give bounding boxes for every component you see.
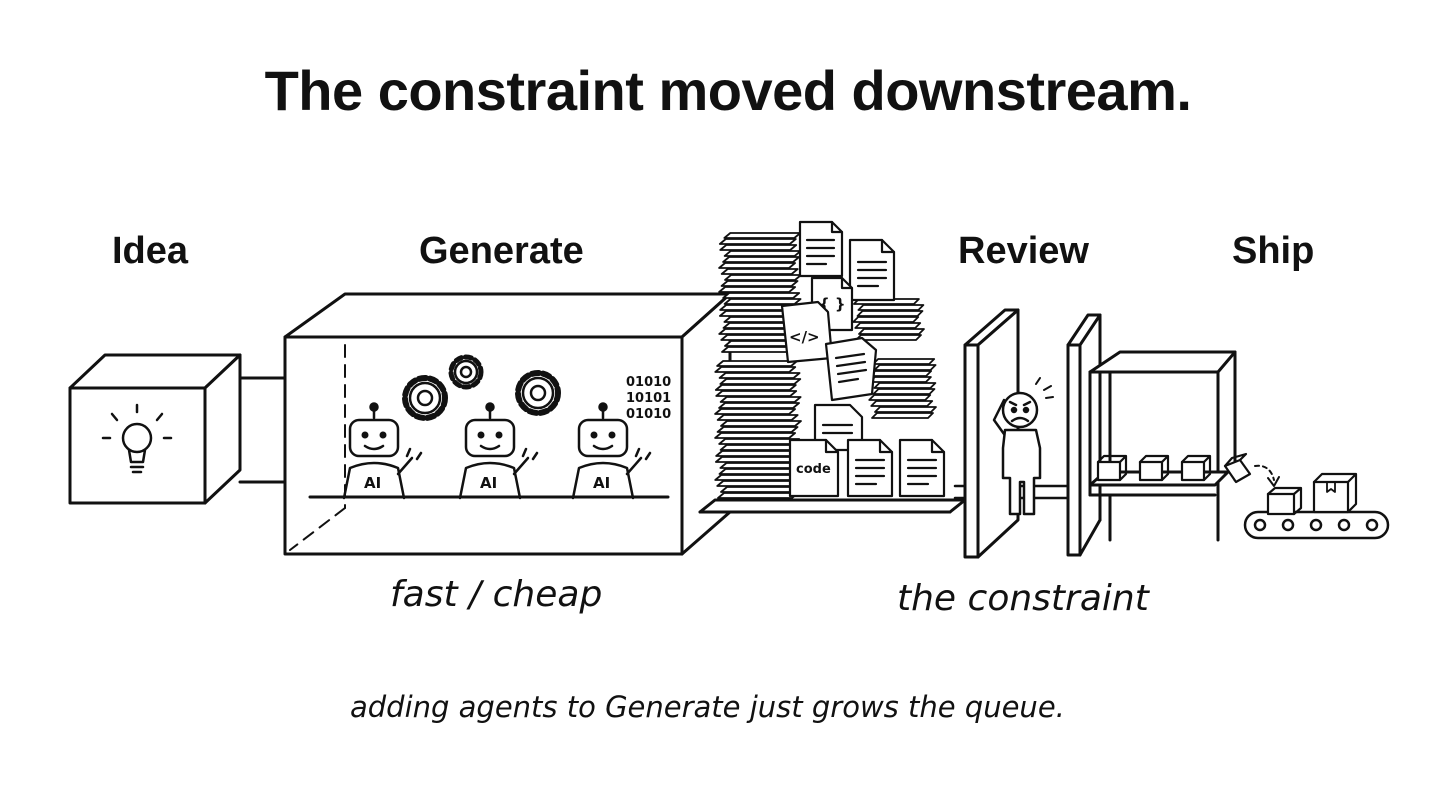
paper-stack	[714, 360, 802, 499]
gear-icon	[515, 370, 561, 416]
paper-sheet	[718, 238, 797, 245]
stage-label-idea: Idea	[112, 230, 189, 272]
code-label: code	[796, 462, 831, 477]
document-icon	[898, 438, 946, 498]
paper-sheet	[716, 414, 799, 421]
paper-sheet	[716, 426, 799, 433]
paper-sheet	[869, 370, 933, 377]
package-icon	[1266, 486, 1303, 516]
robot-badge: AI	[364, 474, 381, 492]
paper-sheet	[716, 480, 799, 487]
paper-sheet	[714, 432, 797, 439]
paper-sheet	[718, 468, 801, 475]
document-icon	[848, 238, 896, 302]
markup-tag: </>	[789, 328, 820, 346]
footer-note: adding agents to Generate just grows the…	[350, 690, 1065, 724]
binary-line: 01010	[626, 375, 671, 390]
gear-icon	[402, 375, 448, 421]
paper-sheet	[869, 376, 932, 383]
package-icon	[1312, 472, 1358, 514]
paper-sheet	[715, 450, 798, 457]
paper-sheet	[722, 292, 801, 299]
paper-sheet	[870, 400, 934, 407]
paper-sheet	[718, 262, 796, 269]
paper-sheet	[856, 310, 924, 317]
stage-label-review: Review	[958, 230, 1089, 272]
lightbulb-icon	[101, 403, 173, 474]
paper-sheet	[723, 232, 802, 239]
package-icon	[1223, 452, 1252, 484]
paper-sheet	[857, 304, 925, 311]
paper-sheet	[718, 438, 801, 445]
paper-sheet	[723, 298, 802, 305]
paper-sheet	[854, 322, 922, 329]
generate-note: fast / cheap	[390, 574, 603, 615]
stage-label-ship: Ship	[1232, 230, 1315, 272]
binary-readout: 01010 10101 01010	[626, 375, 671, 422]
paper-sheet	[719, 378, 802, 385]
paper-sheet	[852, 316, 920, 323]
paper-sheet	[714, 366, 797, 373]
paper-stack	[868, 358, 937, 419]
diagram-title: The constraint moved downstream.	[264, 59, 1192, 122]
paper-sheet	[874, 406, 937, 413]
paper-sheet	[720, 420, 802, 427]
package-icon	[1180, 454, 1212, 482]
robot-badge: AI	[593, 474, 610, 492]
paper-sheet	[718, 402, 800, 409]
paper-sheet	[714, 474, 797, 481]
paper-sheet	[718, 286, 797, 293]
paper-sheet	[872, 388, 936, 395]
paper-sheet	[720, 280, 799, 287]
paper-sheet	[719, 462, 802, 469]
paper-stack	[852, 298, 925, 341]
code-file-icon: </>	[780, 300, 834, 364]
paper-sheet	[873, 382, 937, 389]
gear-icon	[448, 354, 484, 390]
ship-station	[1088, 350, 1237, 542]
package-icon	[1138, 454, 1170, 482]
robot-badge: AI	[480, 474, 497, 492]
document-icon	[798, 220, 844, 278]
paper-sheet	[719, 444, 802, 451]
worried-reviewer-icon	[992, 377, 1054, 516]
document-icon	[846, 438, 894, 498]
stage-label-generate: Generate	[419, 230, 584, 272]
paper-sheet	[717, 492, 799, 499]
robot-icon: AI	[571, 402, 652, 500]
paper-sheet	[718, 372, 801, 379]
robot-icon: AI	[342, 402, 423, 500]
code-file-icon: code	[788, 438, 840, 498]
paper-sheet	[858, 328, 925, 335]
paper-sheet	[715, 456, 797, 463]
paper-sheet	[716, 360, 799, 367]
paper-sheet	[714, 384, 797, 391]
idea-box	[68, 353, 287, 505]
document-icon	[824, 336, 878, 402]
paper-sheet	[855, 334, 922, 341]
review-gate	[963, 308, 1102, 559]
paper-sheet	[871, 412, 934, 419]
paper-sheet	[873, 364, 937, 371]
curved-arrow-icon	[1254, 464, 1280, 487]
paper-sheet	[714, 408, 796, 415]
paper-sheet	[715, 390, 798, 397]
paper-sheet	[868, 394, 932, 401]
paper-sheet	[719, 244, 798, 251]
paper-sheet	[872, 358, 936, 365]
binary-line: 10101	[626, 391, 671, 406]
paper-stack	[718, 232, 802, 353]
paper-sheet	[720, 268, 799, 275]
package-icon	[1096, 454, 1128, 482]
review-note: the constraint	[897, 578, 1149, 619]
paper-sheet	[722, 256, 800, 263]
binary-line: 01010	[626, 407, 671, 422]
conveyor-belt	[1243, 510, 1390, 540]
paper-sheet	[723, 250, 802, 257]
paper-sheet	[724, 274, 802, 281]
paper-sheet	[719, 396, 802, 403]
robot-icon: AI	[458, 402, 539, 500]
